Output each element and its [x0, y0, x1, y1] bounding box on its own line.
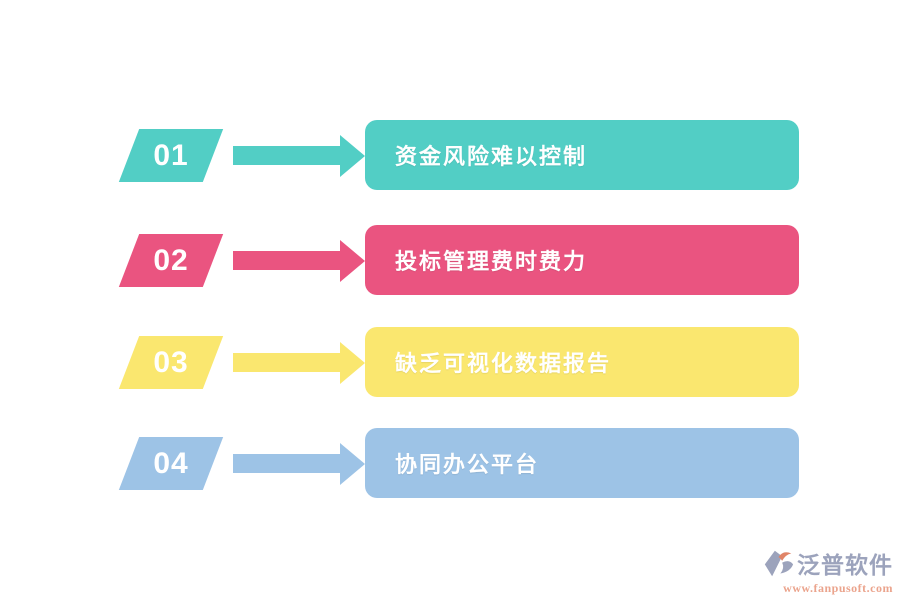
fanpu-logo-icon: [764, 550, 794, 576]
arrow-head: [340, 134, 365, 177]
arrow-right-icon: [233, 120, 367, 190]
step-number-badge-3: 03: [118, 336, 224, 389]
label-text: 投标管理费时费力: [395, 249, 588, 274]
step-row-2: 02 投标管理费时费力: [0, 225, 900, 295]
label-bar-4: 协同办公平台: [365, 428, 799, 498]
step-row-3: 03 缺乏可视化数据报告: [0, 327, 900, 397]
arrow-shaft: [233, 454, 340, 473]
step-row-1: 01 资金风险难以控制: [0, 120, 900, 190]
arrow-head: [340, 341, 365, 384]
label-text: 协同办公平台: [395, 452, 540, 477]
label-bar-3: 缺乏可视化数据报告: [365, 327, 799, 397]
step-number: 01: [153, 138, 189, 172]
logo-url-text: www.fanpusoft.com: [783, 581, 893, 595]
label-text: 缺乏可视化数据报告: [395, 351, 612, 376]
label-text: 资金风险难以控制: [395, 144, 588, 169]
arrow-right-icon: [233, 327, 367, 397]
step-number: 02: [153, 243, 189, 277]
arrow-right-icon: [233, 225, 367, 295]
step-number-badge-1: 01: [118, 129, 224, 182]
step-number-badge-4: 04: [118, 437, 224, 490]
arrow-shaft: [233, 146, 340, 165]
step-number: 03: [153, 345, 189, 379]
arrow-shaft: [233, 251, 340, 270]
arrow-shaft: [233, 353, 340, 372]
step-number-badge-2: 02: [118, 234, 224, 287]
label-bar-2: 投标管理费时费力: [365, 225, 799, 295]
step-number: 04: [153, 446, 189, 480]
arrow-head: [340, 442, 365, 485]
arrow-right-icon: [233, 428, 367, 498]
fanpu-logo: 泛普软件 www.fanpusoft.com: [763, 546, 893, 596]
logo-name-text: 泛普软件: [797, 553, 893, 578]
step-row-4: 04 协同办公平台: [0, 428, 900, 498]
label-bar-1: 资金风险难以控制: [365, 120, 799, 190]
arrow-head: [340, 239, 365, 282]
logo-row: 泛普软件: [763, 546, 893, 580]
